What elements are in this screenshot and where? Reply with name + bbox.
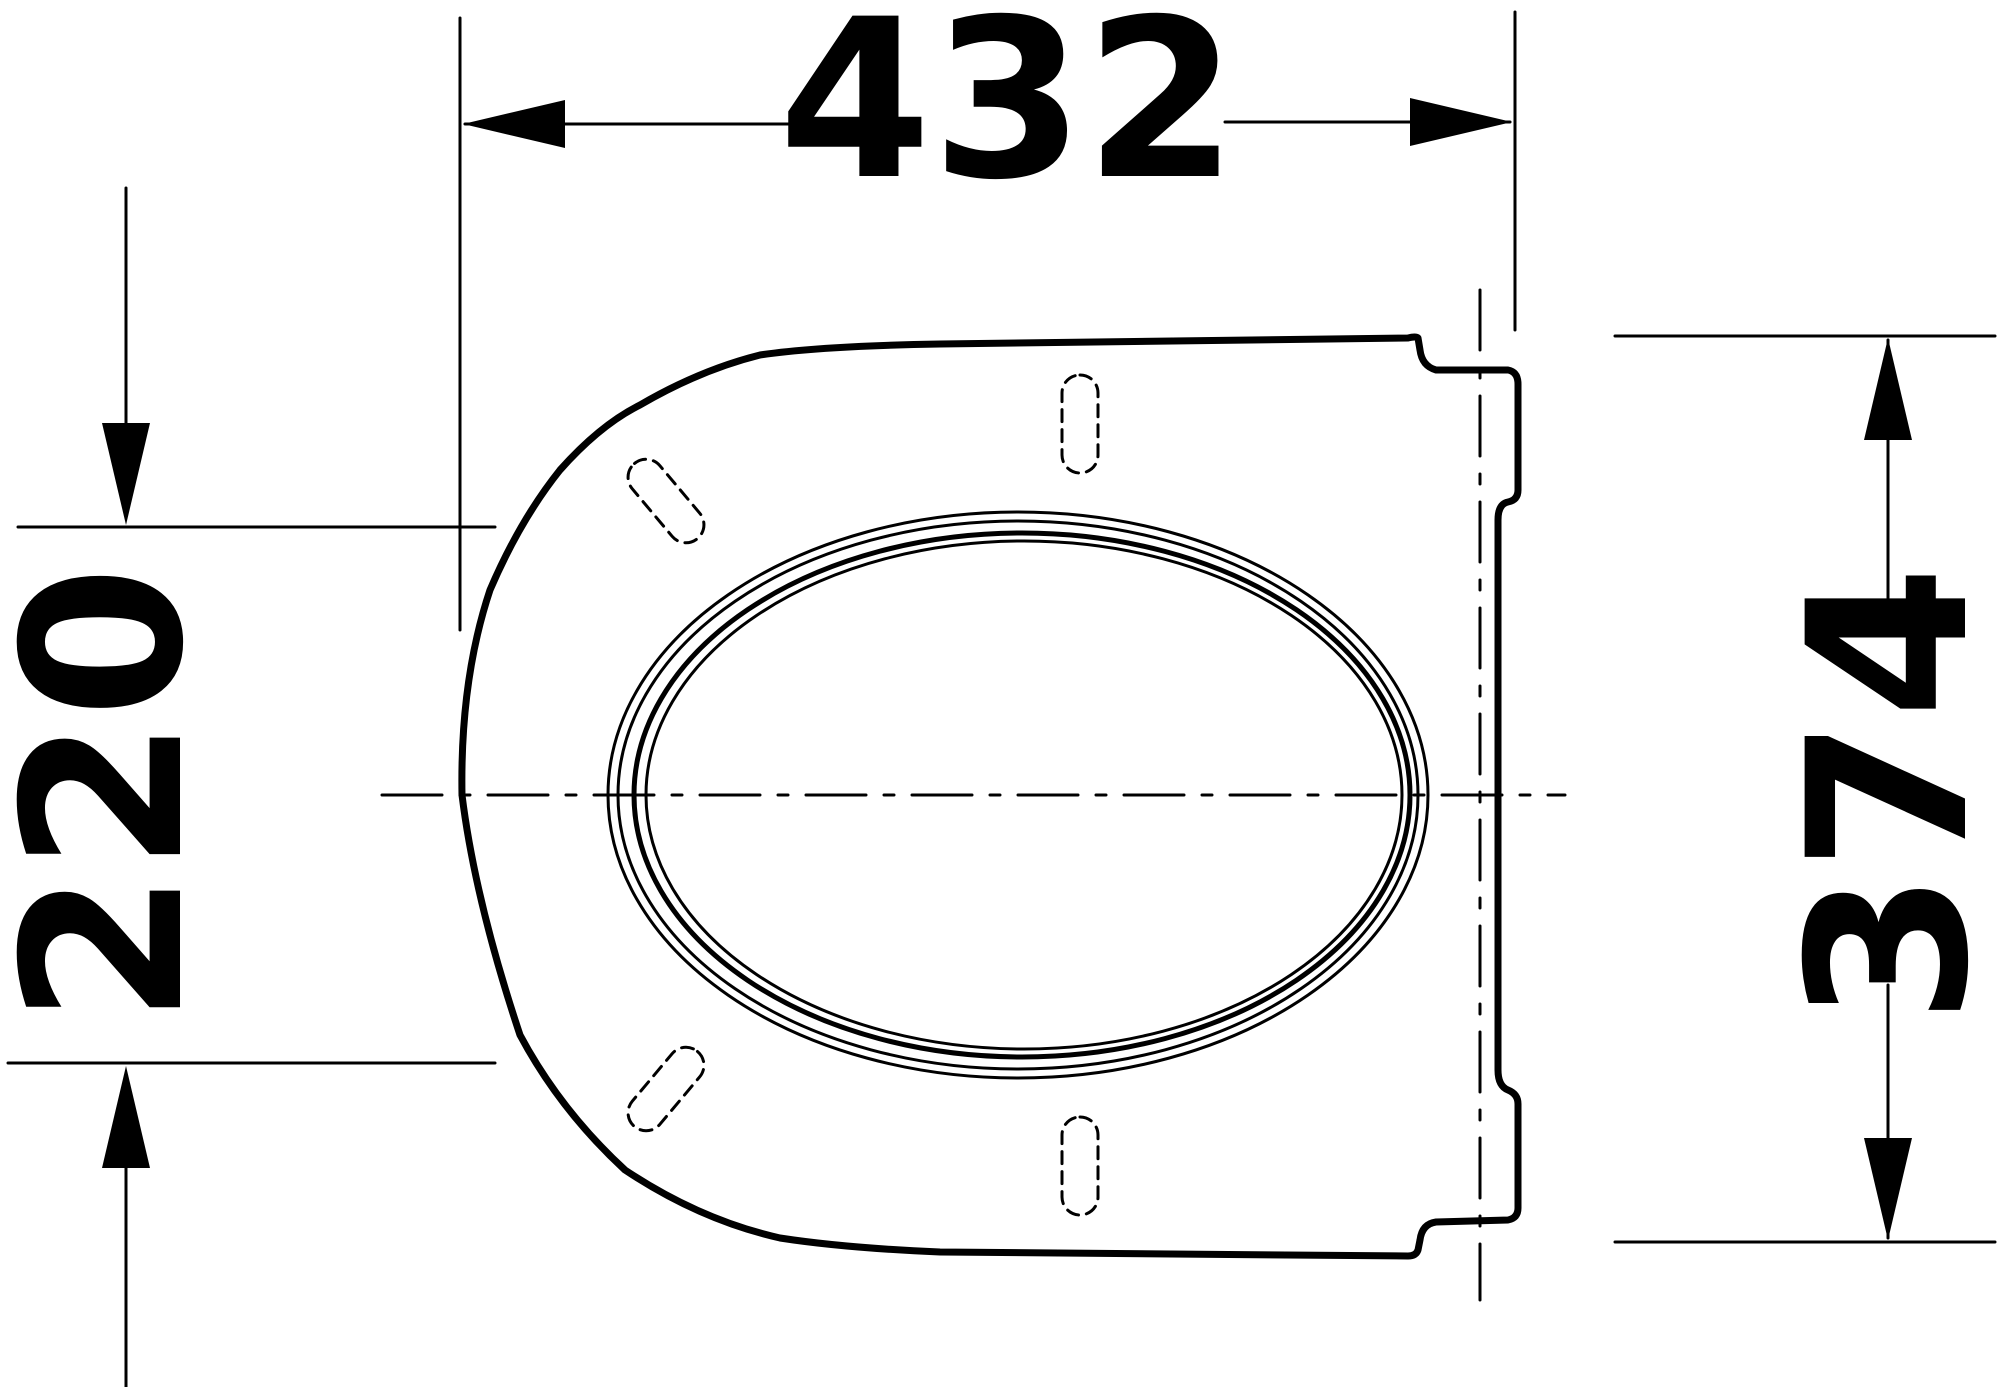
arrowhead-right: [1410, 98, 1512, 146]
bumper-slot-top-left: [626, 457, 706, 545]
opening-ring-innermost: [644, 539, 1404, 1051]
bumper-slot-bottom-center: [1060, 1115, 1100, 1217]
arrowhead-left: [463, 100, 565, 148]
dimension-width: 432: [458, 0, 1517, 632]
arrowhead-down: [102, 423, 150, 525]
arrowhead-down-right: [1864, 1138, 1912, 1240]
arrowhead-up-right: [1864, 338, 1912, 440]
seat-outline: [458, 333, 1522, 1260]
dimension-hole-spacing: 220: [0, 186, 497, 1387]
bumper-slot-top-center: [1060, 373, 1100, 475]
dimension-width-label: 432: [778, 0, 1237, 228]
opening-ring-middle: [616, 519, 1420, 1071]
arrowhead-up: [102, 1066, 150, 1168]
dimension-depth: 374: [1613, 334, 2000, 1244]
dimension-hole-spacing-label: 220: [0, 565, 232, 1024]
bumper-slots: [626, 373, 1100, 1217]
opening-ring-inner: [631, 530, 1413, 1060]
dimension-depth-label: 374: [1761, 565, 2000, 1024]
seat-opening: [606, 510, 1430, 1080]
bumper-slot-bottom-left: [626, 1045, 706, 1133]
opening-ring-outer: [606, 510, 1430, 1080]
